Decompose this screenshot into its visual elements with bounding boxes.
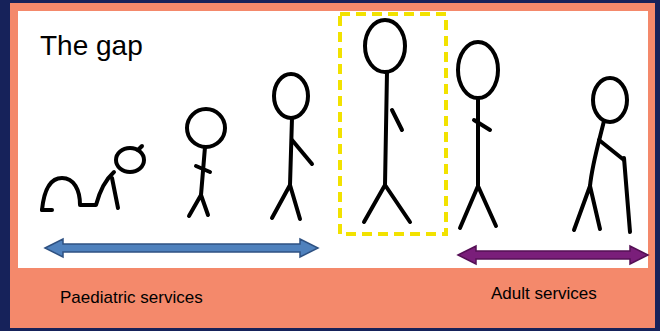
child-body bbox=[290, 118, 292, 185]
child-legs bbox=[272, 185, 300, 219]
adult-figure bbox=[458, 42, 498, 228]
child-figure bbox=[272, 74, 312, 219]
orange-frame bbox=[10, 3, 655, 328]
adult-arm bbox=[474, 120, 490, 130]
baby-arm bbox=[112, 178, 118, 208]
elderly-body bbox=[590, 121, 604, 186]
elderly-head bbox=[593, 78, 627, 122]
service-label: Adult services bbox=[491, 284, 597, 304]
child-arm bbox=[292, 140, 312, 164]
baby-hair bbox=[138, 146, 142, 150]
service-label: Paediatric services bbox=[60, 288, 203, 308]
toddler-figure bbox=[187, 109, 225, 216]
baby-figure bbox=[42, 146, 144, 210]
teen-legs bbox=[364, 185, 410, 222]
toddler-head bbox=[187, 109, 225, 147]
teen-body bbox=[385, 72, 387, 185]
adult-legs bbox=[460, 186, 496, 228]
paediatric-arrow bbox=[45, 239, 318, 257]
toddler-legs bbox=[189, 195, 208, 216]
baby-head bbox=[116, 148, 144, 172]
baby-foot bbox=[42, 208, 52, 212]
baby-body bbox=[42, 172, 114, 210]
white-panel bbox=[18, 11, 648, 268]
teen-head bbox=[365, 20, 405, 72]
teen-arm bbox=[392, 110, 402, 130]
teen-figure bbox=[364, 20, 410, 222]
child-head bbox=[274, 74, 308, 118]
adult-body bbox=[476, 98, 480, 186]
highlight-box bbox=[340, 14, 446, 234]
elderly-legs bbox=[574, 186, 600, 230]
elderly-figure bbox=[574, 78, 630, 232]
toddler-arm bbox=[196, 166, 210, 172]
cane bbox=[624, 158, 630, 232]
adult-head bbox=[458, 42, 498, 98]
elderly-arm bbox=[599, 140, 624, 160]
adult-arrow bbox=[458, 246, 648, 264]
title: The gap bbox=[40, 30, 143, 62]
